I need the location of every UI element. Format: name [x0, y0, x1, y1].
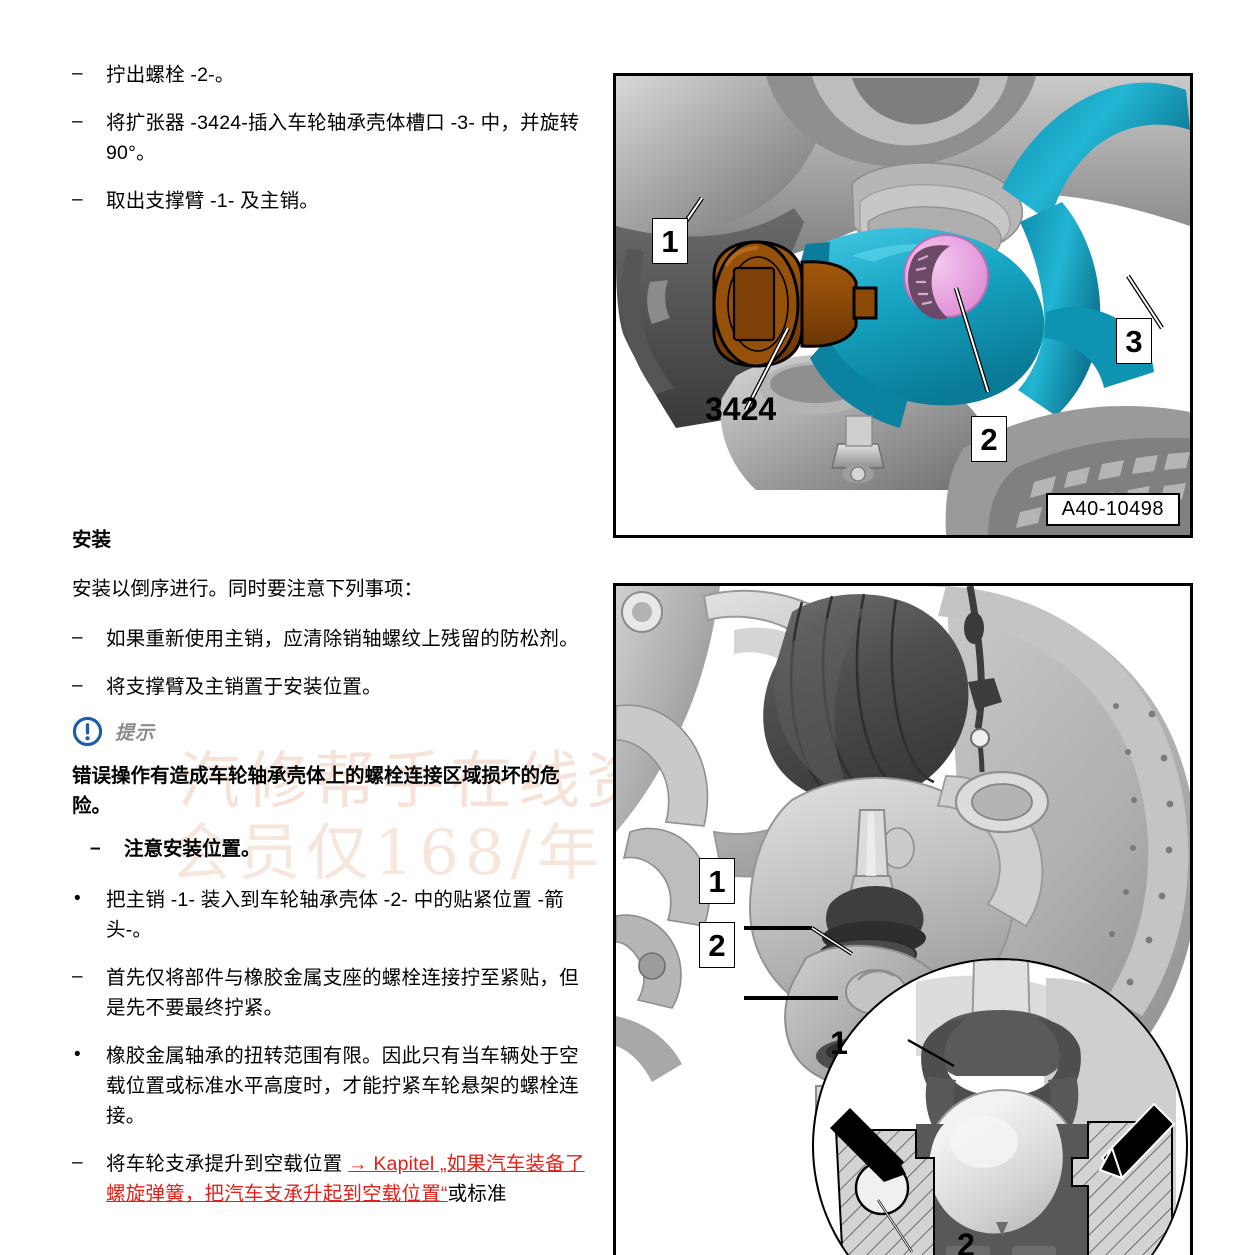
list-marker: –	[72, 189, 83, 210]
list-item-text: 如果重新使用主销，应清除销轴螺纹上残留的防松剂。	[106, 628, 579, 650]
callout-2: 2	[699, 922, 735, 968]
list-marker: –	[72, 675, 83, 696]
figure-1-code: A40-10498	[1045, 493, 1180, 526]
list-marker: –	[72, 966, 83, 987]
list-marker: –	[72, 111, 83, 132]
list-marker: –	[72, 1152, 83, 1173]
callout-1: 1	[652, 218, 688, 264]
figure-2-artwork	[616, 586, 1190, 1255]
list-item-text: 橡胶金属轴承的扭转范围有限。因此只有当车辆处于空载位置或标准水平高度时，才能拧紧…	[106, 1045, 579, 1127]
note-sub-text: 注意安装位置。	[124, 838, 261, 860]
wheel-bearing-housing-ball-joint-illustration	[616, 586, 1190, 1255]
list-marker: –	[90, 838, 101, 859]
note-body-text: 错误操作有造成车轮轴承壳体上的螺栓连接区域损坏的危险。	[72, 765, 560, 817]
list-item-text: 将扩张器 -3424-插入车轮轴承壳体槽口 -3- 中，并旋转 90°。	[106, 112, 580, 164]
list-item: – 如果重新使用主销，应清除销轴螺纹上残留的防松剂。	[72, 624, 590, 654]
instruction-text-column: – 拧出螺栓 -2-。 – 将扩张器 -3424-插入车轮轴承壳体槽口 -3- …	[72, 60, 590, 1227]
list-item-text: 将车轮支承提升到空载位置 → Kapitel „如果汽车装备了螺旋弹簧，把汽车支…	[106, 1149, 590, 1209]
callout-2: 2	[971, 416, 1007, 462]
list-item-with-link: – 将车轮支承提升到空载位置 → Kapitel „如果汽车装备了螺旋弹簧，把汽…	[72, 1149, 590, 1209]
list-item: – 首先仅将部件与橡胶金属支座的螺栓连接拧至紧贴，但是先不要最终拧紧。	[72, 963, 590, 1023]
column-spacer	[72, 216, 590, 526]
list-marker: –	[72, 627, 83, 648]
list-item: • 把主销 -1- 装入到车轮轴承壳体 -2- 中的贴紧位置 -箭头-。	[72, 885, 590, 945]
list-marker: •	[74, 1044, 81, 1065]
last-step-text-before: 将车轮支承提升到空载位置	[106, 1153, 349, 1175]
suspension-with-spreader-tool-illustration	[616, 76, 1190, 535]
list-item-text: 将支撑臂及主销置于安装位置。	[106, 676, 382, 698]
figure-2: 1 2 1 2	[613, 583, 1193, 1255]
callout-tool-number-3424: 3424	[705, 391, 777, 427]
note-header: 提示	[72, 716, 590, 747]
list-marker: •	[74, 888, 81, 909]
list-item: • 橡胶金属轴承的扭转范围有限。因此只有当车辆处于空载位置或标准水平高度时，才能…	[72, 1041, 590, 1131]
detail-callout-1: 1	[830, 1025, 848, 1061]
section-intro-text: 安装以倒序进行。同时要注意下列事项：	[72, 578, 424, 600]
figure-1-artwork	[616, 76, 1190, 535]
info-circle-icon	[72, 716, 103, 747]
detail-callout-2: 2	[957, 1227, 975, 1255]
list-item: – 将支撑臂及主销置于安装位置。	[72, 672, 590, 702]
section-heading-install: 安装	[72, 529, 112, 551]
callout-1: 1	[699, 858, 735, 904]
list-item: – 拧出螺栓 -2-。	[72, 60, 590, 90]
list-marker: –	[72, 63, 83, 84]
note-sub-item: – 注意安装位置。	[90, 835, 590, 863]
list-item: – 取出支撑臂 -1- 及主销。	[72, 186, 590, 216]
figure-1: 1 2 3 3424 A40-10498	[613, 73, 1193, 538]
note-label: 提示	[115, 723, 156, 744]
list-item-text: 拧出螺栓 -2-。	[106, 64, 235, 86]
list-item-text: 取出支撑臂 -1- 及主销。	[106, 190, 319, 212]
cross-reference-link[interactable]: → Kapitel „如果汽车装备了螺旋弹簧，把汽车支承升起到空载位置“	[106, 1153, 585, 1205]
list-item-text: 首先仅将部件与橡胶金属支座的螺栓连接拧至紧贴，但是先不要最终拧紧。	[106, 967, 579, 1019]
last-step-text-after: 或标准	[447, 1183, 507, 1205]
list-item-text: 把主销 -1- 装入到车轮轴承壳体 -2- 中的贴紧位置 -箭头-。	[106, 889, 564, 941]
callout-3: 3	[1116, 318, 1152, 364]
list-item: – 将扩张器 -3424-插入车轮轴承壳体槽口 -3- 中，并旋转 90°。	[72, 108, 590, 168]
